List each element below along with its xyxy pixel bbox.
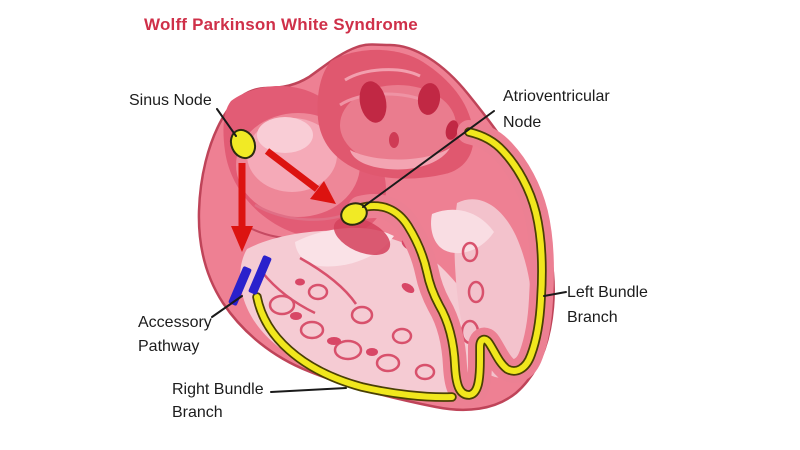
accessory-pointer [211,295,243,318]
left-bundle-label-line1: Left Bundle [567,284,648,301]
right-bundle-branch-path [254,294,455,401]
right-bundle-pointer [270,387,347,393]
av-node-label-line1: Atrioventricular [503,88,610,105]
sinus-node-marker [229,128,257,160]
valve-leaflet-right [431,209,494,254]
av-node-pointer [362,110,495,208]
arrow-diagonal-shaft [264,148,320,192]
sinus-node-label: Sinus Node [129,92,212,109]
accessory-pathway-label: Accessory Pathway [138,311,212,359]
left-bundle-pointer [543,291,567,297]
left-bundle-label-line2: Branch [567,309,618,326]
left-bundle-branch-path [357,129,545,399]
av-junction-shadow [333,216,391,256]
right-bundle-label-line1: Right Bundle [172,381,264,398]
arrow-down-head [231,226,253,252]
accessory-pathway-label-line2: Pathway [138,338,200,355]
right-bundle-label: Right Bundle Branch [172,378,264,424]
accessory-pathway-bars [228,255,272,306]
left-bundle-label: Left Bundle Branch [567,280,648,330]
av-node-marker [340,202,368,226]
diagram-title: Wolff Parkinson White Syndrome [144,15,418,34]
right-bundle-label-line2: Branch [172,404,223,421]
accessory-pathway-label-line1: Accessory [138,314,212,331]
sinus-node-pointer [216,108,237,137]
av-node-label-line2: Node [503,114,542,131]
arrow-diagonal-head [310,181,336,204]
pointer-lines [211,108,567,393]
conduction-arrows [231,148,336,252]
av-node-label: Atrioventricular Node [503,84,610,136]
atrium-dome [317,49,474,179]
